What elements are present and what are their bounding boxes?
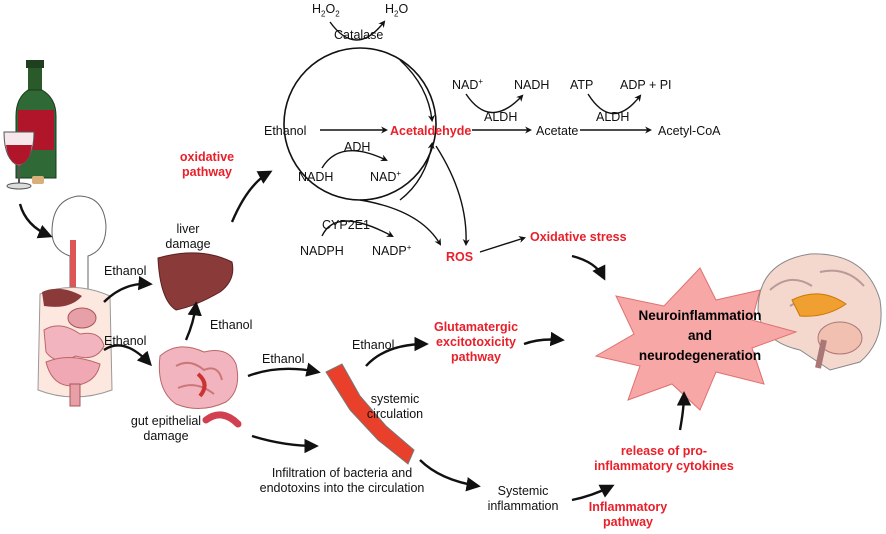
nadh-label: NADH bbox=[298, 170, 334, 184]
nadph-label: NADPH bbox=[300, 244, 344, 258]
ethanol-label-a: Ethanol bbox=[104, 264, 147, 278]
vessel-to-glutamate-arrow bbox=[365, 336, 429, 367]
liver-icon bbox=[157, 252, 234, 311]
systemic-to-inflammatory-arrow bbox=[571, 484, 615, 502]
adh-label: ADH bbox=[344, 140, 371, 154]
blood-vessel-icon bbox=[325, 363, 415, 465]
adp-pi-label: ADP + PI bbox=[620, 78, 672, 92]
aldh-2-label: ALDH bbox=[596, 110, 630, 124]
ethanol-label-b: Ethanol bbox=[104, 334, 147, 348]
h2o2-label: H2O2 bbox=[312, 2, 340, 19]
cyp-to-ros-arrow bbox=[359, 199, 442, 246]
adh-arc-arrow bbox=[321, 150, 388, 169]
liver-to-pathway-arrow bbox=[230, 170, 273, 223]
nad-plus-label: NAD+ bbox=[452, 76, 484, 92]
wine-glass-icon bbox=[3, 131, 44, 190]
acetaldehyde-label: Acetaldehyde bbox=[390, 124, 472, 138]
brain-icon bbox=[757, 253, 882, 371]
h2o-label: H2O bbox=[385, 2, 409, 19]
catalase-label: Catalase bbox=[334, 28, 384, 42]
cytokines-to-star-arrow bbox=[676, 391, 692, 431]
catalase-arc-arrow bbox=[329, 20, 386, 41]
cyp-to-acetaldehyde-arrow bbox=[399, 141, 435, 201]
acetyl-coa-label: Acetyl-CoA bbox=[658, 124, 721, 138]
gut-to-infiltration-arrow bbox=[251, 434, 319, 454]
atp-label: ATP bbox=[570, 78, 594, 92]
stress-to-star-arrow bbox=[571, 254, 606, 281]
body-to-liver-arrow bbox=[103, 275, 153, 303]
cyp2e1-label: CYP2E1 bbox=[322, 218, 370, 232]
aldh1-arc-arrow bbox=[465, 93, 524, 114]
acetaldehyde-to-ros-arrow bbox=[435, 145, 470, 247]
nadp-label: NADP+ bbox=[372, 242, 412, 258]
aldh2-arc-arrow bbox=[587, 93, 642, 115]
ethanol-label-d: Ethanol bbox=[262, 352, 305, 366]
digestive-system-icon bbox=[37, 195, 113, 407]
ethanol-label-c: Ethanol bbox=[210, 318, 253, 332]
body-to-gut-arrow bbox=[103, 344, 152, 367]
neuroinflammation-burst bbox=[594, 267, 798, 411]
glutamate-to-star-arrow bbox=[523, 331, 565, 347]
ethanol-substrate-label: Ethanol bbox=[264, 124, 307, 138]
vessel-to-systemic-arrow bbox=[419, 459, 481, 492]
cytokines-label: release of pro-inflammatory cytokines bbox=[594, 444, 734, 473]
intestine-icon bbox=[158, 346, 242, 428]
acetate-label: Acetate bbox=[536, 124, 579, 138]
wine-to-body-arrow bbox=[18, 203, 53, 239]
aldh-1-label: ALDH bbox=[484, 110, 518, 124]
gut-to-vessel-arrow bbox=[247, 362, 321, 378]
catalase-to-acetaldehyde-arrow bbox=[399, 59, 435, 123]
gut-to-liver-arrow bbox=[184, 301, 202, 341]
nad-label: NAD+ bbox=[370, 168, 402, 184]
nadh-product-label: NADH bbox=[514, 78, 550, 92]
cyp-arc-arrow bbox=[321, 220, 394, 237]
oxidative-stress-label: Oxidative stress bbox=[530, 230, 627, 244]
ethanol-label-e: Ethanol bbox=[352, 338, 395, 352]
ros-label: ROS bbox=[446, 250, 474, 264]
ros-to-stress-arrow bbox=[479, 236, 527, 253]
